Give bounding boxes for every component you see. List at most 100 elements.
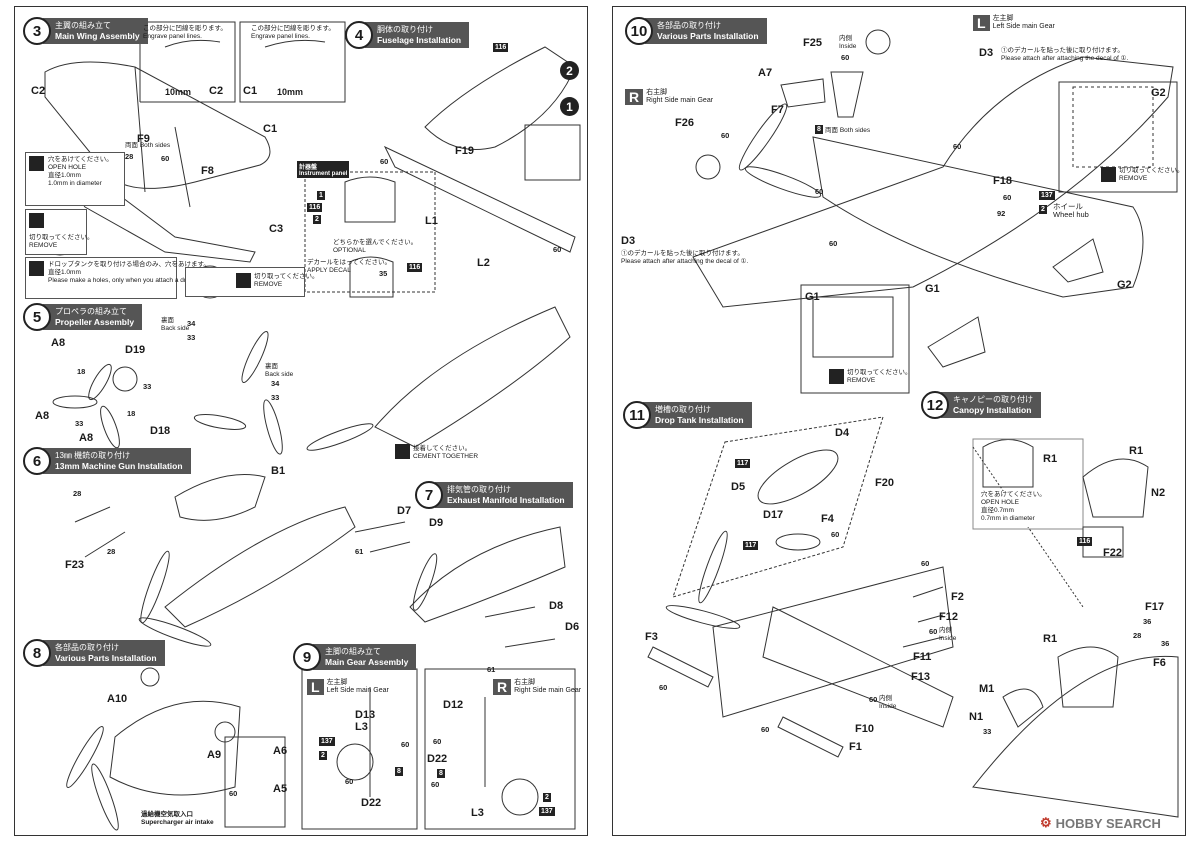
part-D13: D13	[355, 709, 376, 721]
decal-1: 1	[560, 97, 579, 116]
part-D12: D12	[443, 699, 464, 711]
decal-2: 2	[560, 61, 579, 80]
part-A6: A6	[273, 745, 288, 757]
paint-60: 60	[869, 695, 878, 704]
paint-60: 60	[829, 239, 838, 248]
part-D8: D8	[549, 600, 564, 612]
part-C3: C3	[269, 223, 284, 235]
step-number: 4	[345, 21, 373, 49]
remove-text: 切り取ってください。REMOVE	[847, 369, 912, 384]
step-number: 12	[921, 391, 949, 419]
apply-decal-note: デカールをはってください。APPLY DECAL	[307, 259, 391, 274]
paint-2: 2	[313, 215, 321, 224]
part-F18: F18	[993, 175, 1012, 187]
paint-2: 2	[1039, 205, 1047, 214]
left-page-drawings	[41, 21, 581, 831]
paint-61: 61	[355, 547, 364, 556]
part-D7: D7	[397, 505, 412, 517]
right-page-drawings	[647, 29, 1179, 818]
paint-117: 117	[743, 541, 759, 550]
part-C1-top: C1	[243, 85, 258, 97]
part-D5: D5	[731, 481, 746, 493]
part-F7: F7	[771, 104, 784, 116]
part-F17: F17	[1145, 601, 1164, 613]
part-F22: F22	[1103, 547, 1122, 559]
paint-60: 60	[953, 142, 962, 151]
part-D18: D18	[150, 425, 171, 437]
part-D9: D9	[429, 517, 444, 529]
part-A8-left: A8	[35, 410, 50, 422]
dimension-10mm-1: 10mm	[165, 87, 192, 97]
paint-60: 60	[1003, 193, 1012, 202]
part-F25: F25	[803, 37, 822, 49]
paint-60: 60	[433, 737, 442, 746]
watermark-text: HOBBY SEARCH	[1055, 815, 1161, 831]
step-title-en: Propeller Assembly	[55, 317, 135, 327]
part-L3: L3	[471, 807, 484, 819]
step-title-en: Fuselage Installation	[377, 35, 462, 45]
paint-33: 33	[75, 419, 84, 428]
paint-36: 36	[1143, 617, 1152, 626]
part-A8-top: A8	[51, 337, 66, 349]
part-F26: F26	[675, 117, 694, 129]
paint-2: 2	[543, 793, 551, 802]
paint-60: 60	[815, 187, 824, 196]
optional-note: どちらかを選んでください。OPTIONAL	[333, 239, 418, 254]
cut-icon	[1101, 167, 1116, 182]
part-R1: R1	[1129, 445, 1144, 457]
part-A9: A9	[207, 749, 222, 761]
both-sides-note: 両面 Both sides	[125, 142, 171, 149]
step-number: 11	[623, 401, 651, 429]
gear-letter: R	[493, 679, 512, 695]
paint-18: 18	[77, 367, 86, 376]
paint-18: 18	[127, 409, 136, 418]
paint-33: 33	[187, 333, 196, 342]
part-F13: F13	[911, 671, 930, 683]
decal-first-note: ①のデカールを貼った後に取り付けます。Please attach after a…	[1001, 47, 1129, 62]
part-F8: F8	[201, 165, 214, 177]
paint-137: 137	[1039, 191, 1055, 200]
paint-137: 137	[539, 807, 555, 816]
paint-92: 92	[997, 209, 1006, 218]
paint-116: 116	[307, 203, 323, 212]
paint-60: 60	[721, 131, 730, 140]
step-title-en: Exhaust Manifold Installation	[447, 495, 565, 505]
part-F3: F3	[645, 631, 658, 643]
hobby-search-watermark: ⚙ HOBBY SEARCH	[1040, 815, 1161, 831]
part-A10: A10	[107, 693, 128, 705]
drill-icon	[29, 261, 44, 276]
paint-28: 28	[125, 152, 134, 161]
decal-first-note: ①のデカールを貼った後に取り付けます。Please attach after a…	[621, 250, 749, 265]
gear-letter: L	[307, 679, 324, 695]
cement-note: 接着してください。CEMENT TOGETHER	[413, 445, 479, 460]
part-D22: D22	[427, 753, 448, 765]
part-D3: D3	[979, 47, 994, 59]
part-F6: F6	[1153, 657, 1166, 669]
dimension-10mm-2: 10mm	[277, 87, 304, 97]
part-D4: D4	[835, 427, 850, 439]
paint-60: 60	[161, 154, 170, 163]
remove-text: 切り取ってください。REMOVE	[254, 273, 319, 288]
part-A8-bottom: A8	[79, 432, 94, 444]
engrave-note-2: この部分に凹線を彫ります。Engrave panel lines.	[251, 25, 335, 40]
part-N1: N1	[969, 711, 984, 723]
part-F1: F1	[849, 741, 862, 753]
step-title-jp: キャノピーの取り付け	[953, 395, 1033, 404]
paint-60: 60	[553, 245, 562, 254]
cement-icon	[395, 444, 410, 459]
remove-box-2: 切り取ってください。REMOVE	[185, 267, 318, 297]
part-R1-box: R1	[1043, 453, 1058, 465]
remove-box: 切り取ってください。REMOVE	[25, 209, 93, 255]
part-N2: N2	[1151, 487, 1166, 499]
paint-61: 61	[487, 665, 496, 674]
